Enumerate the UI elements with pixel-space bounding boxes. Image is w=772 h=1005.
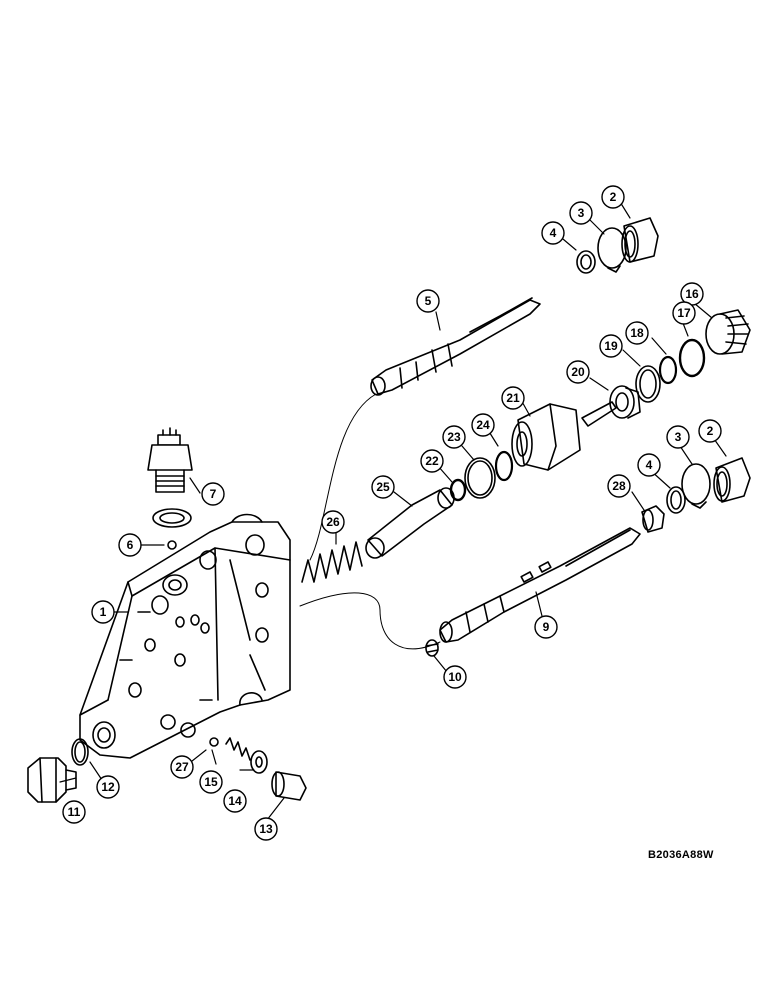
spool-9-leader-line: [299, 592, 441, 650]
bushing-set-lower: [641, 457, 751, 533]
spring-26: [301, 541, 363, 583]
spool: [370, 297, 541, 396]
valve-body: [79, 513, 291, 759]
callout-4-top: 4: [550, 226, 557, 240]
reference-code: B2036A88W: [648, 849, 714, 861]
callout-2-lower: 2: [707, 424, 714, 438]
callout-24: 24: [476, 418, 490, 432]
check-ball: [167, 540, 177, 550]
callout-11: 11: [68, 805, 81, 819]
callout-10: 10: [448, 670, 462, 684]
callout-21: 21: [506, 391, 520, 405]
spool-leader-line: [309, 393, 377, 561]
sleeve: [511, 403, 581, 471]
plunger: [581, 385, 641, 427]
callout-3-lower: 3: [675, 430, 682, 444]
callout-22: 22: [425, 454, 439, 468]
detent-assembly: [209, 737, 307, 801]
callout-circles: [62, 185, 722, 841]
callout-7: 7: [210, 487, 217, 501]
nut: [425, 639, 439, 657]
callout-15: 15: [204, 775, 218, 789]
callout-17: 17: [677, 306, 691, 320]
callout-1: 1: [100, 605, 107, 619]
end-cap: [705, 309, 751, 355]
callout-12: 12: [101, 780, 115, 794]
callout-14: 14: [228, 794, 242, 808]
pressure-switch: [147, 427, 193, 528]
callout-9: 9: [543, 620, 550, 634]
seal-rings-17-19: [635, 338, 706, 403]
callout-4-lower: 4: [646, 458, 653, 472]
seal-rings-22-24: [449, 450, 514, 502]
spool-9: [439, 527, 641, 643]
plug-and-o-ring: [27, 738, 89, 803]
callout-27: 27: [175, 760, 189, 774]
callout-18: 18: [630, 326, 644, 340]
callout-28: 28: [612, 479, 626, 493]
callout-26: 26: [326, 515, 340, 529]
callout-19: 19: [604, 339, 618, 353]
callout-20: 20: [571, 365, 585, 379]
callout-3-top: 3: [578, 206, 585, 220]
callout-25: 25: [376, 480, 390, 494]
callout-16: 16: [685, 287, 699, 301]
callout-6: 6: [127, 538, 134, 552]
callout-13: 13: [259, 822, 273, 836]
callout-2-top: 2: [610, 190, 617, 204]
callout-5: 5: [425, 294, 432, 308]
bushing-set-top: [576, 217, 659, 274]
callout-23: 23: [447, 430, 461, 444]
